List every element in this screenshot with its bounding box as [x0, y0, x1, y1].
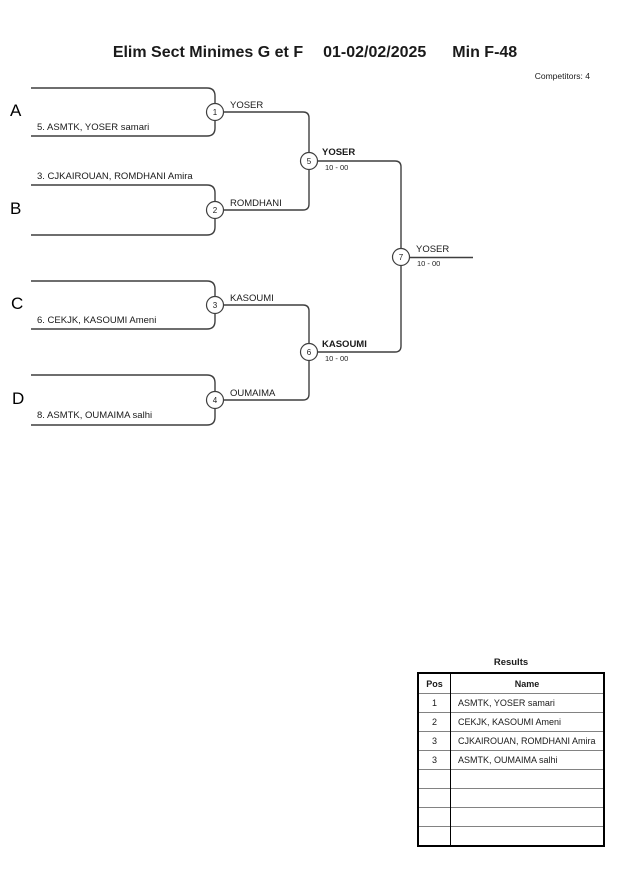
title-date: 01-02/02/2025	[323, 44, 427, 61]
results-col-name: Name	[514, 678, 540, 689]
results-col-pos: Pos	[418, 673, 451, 694]
competitor-c: 6. CEKJK, KASOUMI Ameni	[37, 315, 157, 326]
table-row	[418, 807, 604, 827]
match-3-number: 3	[213, 301, 218, 310]
match-3-circle	[205, 295, 225, 315]
competitor-a: 5. ASMTK, YOSER samari	[37, 122, 150, 133]
table-row	[418, 788, 604, 808]
result-pos: 3	[418, 731, 451, 751]
match4-to-match6-line	[223, 360, 310, 401]
match1-to-match5-line	[223, 111, 310, 153]
result-pos	[418, 826, 451, 846]
results-header-row: Pos Name	[418, 673, 604, 694]
match-6-circle	[299, 342, 319, 362]
table-row: 3 CJKAIROUAN, ROMDHANI Amira	[418, 731, 604, 751]
result-name: ASMTK, YOSER samari	[450, 693, 604, 713]
title-event: Elim Sect Minimes G et F	[112, 44, 304, 61]
result-name	[450, 807, 604, 827]
result-name	[450, 769, 604, 789]
match3-to-match6-line	[223, 304, 310, 344]
match-2-circle	[205, 200, 225, 220]
table-row: 2 CEKJK, KASOUMI Ameni	[418, 712, 604, 732]
match-3-winner: KASOUMI	[230, 293, 274, 304]
match-5-number: 5	[307, 157, 312, 166]
result-name: ASMTK, OUMAIMA salhi	[450, 750, 604, 770]
result-name: CJKAIROUAN, ROMDHANI Amira	[450, 731, 604, 751]
pool-letter-b: B	[10, 199, 22, 218]
pool-letter-d: D	[12, 389, 25, 408]
table-row: 1 ASMTK, YOSER samari	[418, 693, 604, 713]
table-row	[418, 769, 604, 789]
match5-to-match7-line	[317, 160, 402, 249]
match2-to-match5-line	[223, 169, 310, 211]
result-pos: 3	[418, 750, 451, 770]
competitor-b: 3. CJKAIROUAN, ROMDHANI Amira	[37, 171, 193, 182]
match-5-circle	[299, 151, 319, 171]
result-pos: 2	[418, 712, 451, 732]
table-row: 3 ASMTK, OUMAIMA salhi	[418, 750, 604, 770]
result-pos	[418, 788, 451, 808]
pool-b-lines	[31, 184, 216, 236]
result-pos	[418, 769, 451, 789]
match-4-circle	[205, 390, 225, 410]
match-2-number: 2	[213, 206, 218, 215]
result-pos: 1	[418, 693, 451, 713]
result-name	[450, 826, 604, 846]
competitor-d: 8. ASMTK, OUMAIMA salhi	[37, 410, 153, 421]
match-6-number: 6	[307, 348, 312, 357]
match-1-circle	[205, 102, 225, 122]
pool-letter-a: A	[10, 101, 22, 120]
title-category: Min F-48	[452, 44, 518, 61]
match-1-winner: YOSER	[230, 100, 264, 111]
result-pos	[418, 807, 451, 827]
match-4-winner: OUMAIMA	[230, 388, 276, 399]
match-7-winner: YOSER	[416, 244, 450, 255]
match-7-number: 7	[399, 253, 404, 262]
page-title: Elim Sect Minimes G et F 01-02/02/2025 M…	[0, 44, 630, 62]
pool-letter-c: C	[11, 294, 24, 313]
match-6-score: 10 - 00	[325, 353, 349, 363]
match-2-winner: ROMDHANI	[230, 198, 282, 209]
competitors-count: Competitors: 4	[534, 71, 590, 81]
result-name: CEKJK, KASOUMI Ameni	[450, 712, 604, 732]
match6-to-match7-line	[317, 265, 402, 353]
match-1-number: 1	[213, 108, 218, 117]
match-5-score: 10 - 00	[325, 162, 349, 172]
results-title: Results	[493, 657, 529, 668]
match-5-winner: YOSER	[322, 147, 356, 158]
match-7-circle	[391, 247, 411, 267]
table-row	[418, 826, 604, 846]
match-7-score: 10 - 00	[417, 259, 441, 268]
match-4-number: 4	[213, 396, 218, 405]
match-6-winner: KASOUMI	[322, 339, 367, 350]
result-name	[450, 788, 604, 808]
results-table: Pos Name 1 ASMTK, YOSER samari 2 CEKJK, …	[417, 672, 605, 847]
